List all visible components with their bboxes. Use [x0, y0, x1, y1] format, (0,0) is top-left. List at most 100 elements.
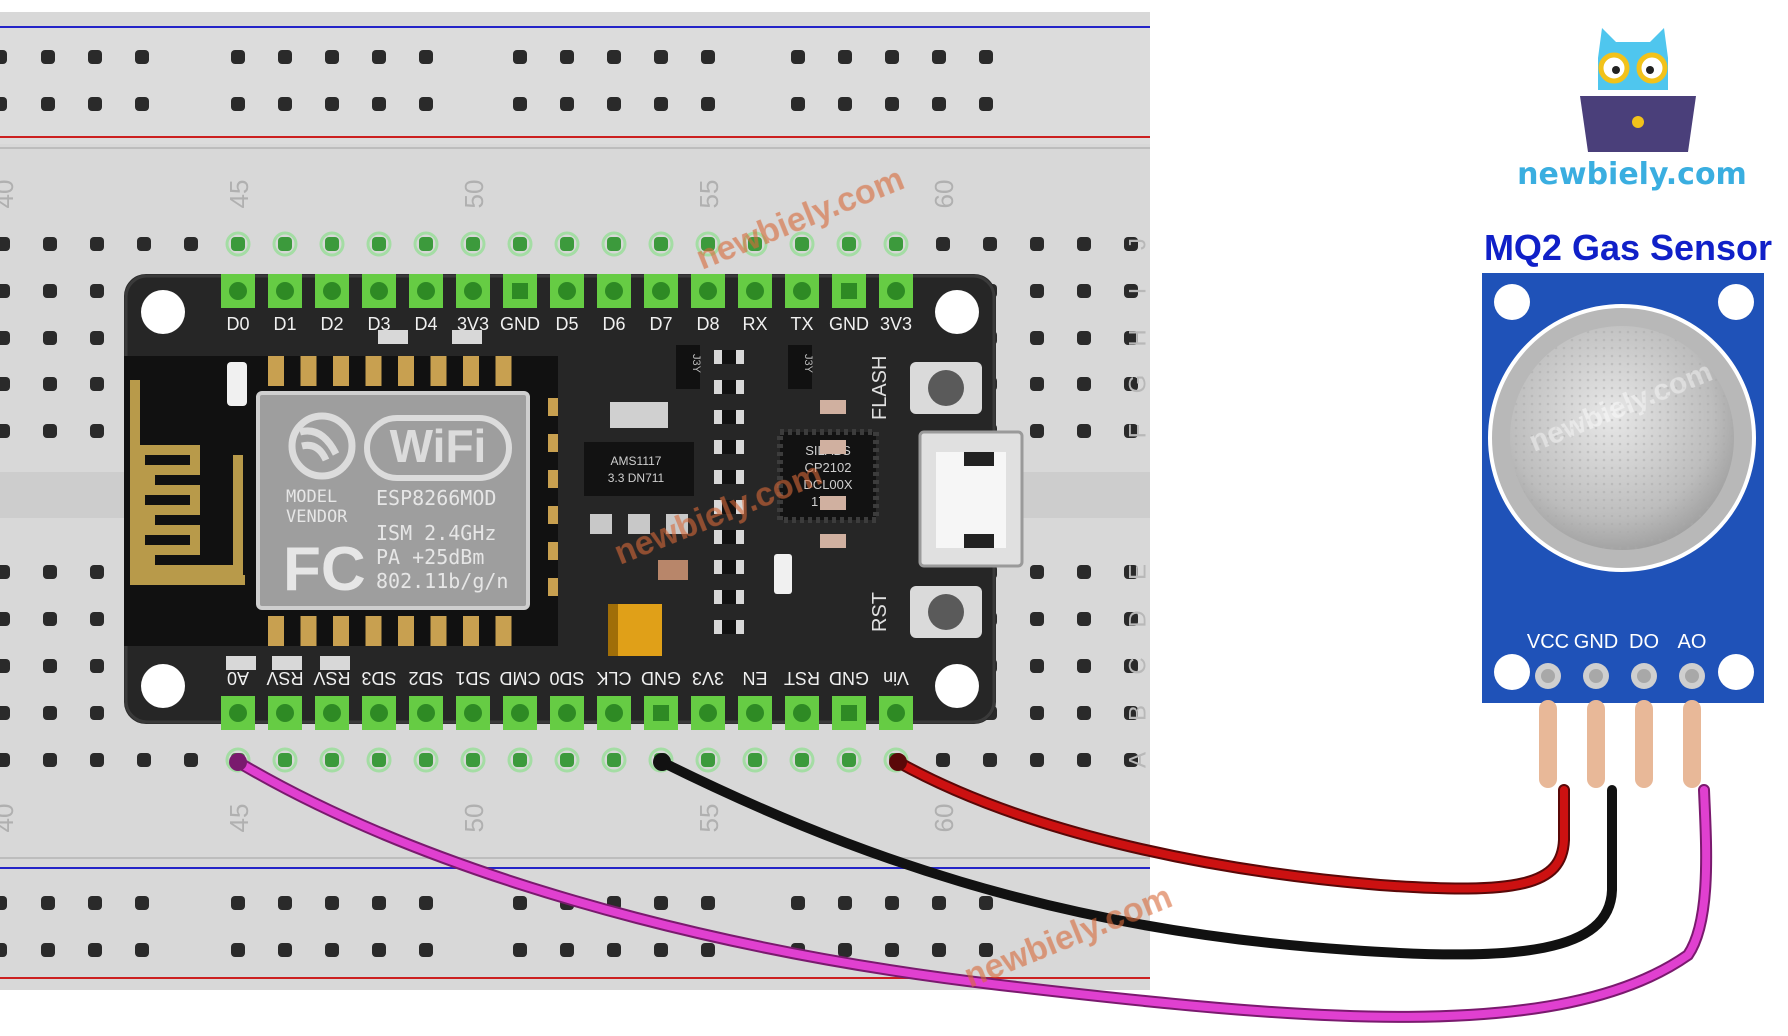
breadboard-hole — [0, 377, 10, 391]
esp-module-shield — [256, 391, 530, 610]
rail-hole — [513, 943, 527, 957]
breadboard-hole — [0, 237, 10, 251]
rail-hole — [231, 97, 245, 111]
rail-hole — [654, 97, 668, 111]
rail-hole — [231, 896, 245, 910]
breadboard-hole — [90, 659, 104, 673]
column-number: 45 — [224, 180, 254, 209]
rail-hole — [932, 896, 946, 910]
newbiely-logo: newbiely.com — [1517, 28, 1747, 192]
breadboard-hole — [1077, 612, 1091, 626]
sensor-pin-leg — [1587, 700, 1605, 788]
pin-label-d4: D4 — [414, 314, 437, 334]
rail-hole — [88, 896, 102, 910]
pin-label-en: EN — [742, 668, 767, 688]
pin-label-clk: CLK — [596, 668, 631, 688]
breadboard-hole — [137, 237, 151, 251]
pin-label-gnd: GND — [641, 668, 681, 688]
pin-label-sd2: SD2 — [408, 668, 443, 688]
breadboard-hole — [43, 237, 57, 251]
rst-button[interactable] — [910, 586, 982, 638]
pin-label-d8: D8 — [696, 314, 719, 334]
micro-usb-port[interactable] — [918, 430, 1024, 568]
breadboard-hole — [1030, 331, 1044, 345]
wifi-logo-text: WiFi — [390, 420, 487, 472]
rail-hole — [654, 896, 668, 910]
breadboard-hole — [983, 237, 997, 251]
breadboard-hole — [1124, 331, 1138, 345]
breadboard-hole — [372, 237, 386, 251]
voltage-regulator: AMS1117 3.3 DN711 — [584, 402, 694, 534]
breadboard-hole — [1077, 753, 1091, 767]
rail-hole — [41, 896, 55, 910]
breadboard-hole — [795, 753, 809, 767]
column-number: 55 — [694, 804, 724, 833]
breadboard-hole — [1077, 659, 1091, 673]
pin-label-3v3: 3V3 — [880, 314, 912, 334]
pin-label-d5: D5 — [555, 314, 578, 334]
pin-label-gnd: GND — [500, 314, 540, 334]
breadboard-hole — [1030, 659, 1044, 673]
sensor-pin-label-vcc: VCC — [1527, 631, 1569, 653]
rail-hole — [231, 50, 245, 64]
rail-hole — [791, 97, 805, 111]
breadboard-hole — [0, 612, 10, 626]
rail-hole — [560, 97, 574, 111]
flash-button[interactable] — [910, 362, 982, 414]
column-number: 50 — [459, 804, 489, 833]
breadboard-hole — [1124, 612, 1138, 626]
breadboard-hole — [43, 706, 57, 720]
breadboard-hole — [842, 753, 856, 767]
breadboard-hole — [43, 377, 57, 391]
rail-hole — [41, 943, 55, 957]
rail-hole — [0, 943, 7, 957]
rail-hole — [325, 896, 339, 910]
breadboard-hole — [90, 706, 104, 720]
pin-label-gnd: GND — [829, 314, 869, 334]
breadboard-hole — [90, 377, 104, 391]
sensor-title: MQ2 Gas Sensor — [1484, 227, 1772, 268]
breadboard-hole — [184, 237, 198, 251]
breadboard-hole — [513, 753, 527, 767]
pin-label-rx: RX — [742, 314, 767, 334]
row-letter: J — [1124, 238, 1151, 250]
pin-label-sd1: SD1 — [455, 668, 490, 688]
breadboard-hole — [889, 237, 903, 251]
transistor-right: J3Y — [788, 345, 814, 389]
rail-hole — [0, 896, 7, 910]
rail-hole — [325, 97, 339, 111]
breadboard-hole — [90, 612, 104, 626]
breadboard-hole — [1077, 284, 1091, 298]
rail-hole — [979, 50, 993, 64]
rail-hole — [41, 50, 55, 64]
breadboard-hole — [1030, 424, 1044, 438]
rail-hole — [135, 943, 149, 957]
rail-hole — [88, 97, 102, 111]
breadboard-hole — [90, 753, 104, 767]
row-letter: A — [1124, 752, 1151, 768]
column-number: 50 — [459, 180, 489, 209]
pin-label-a0: A0 — [227, 668, 249, 688]
rail-hole — [419, 50, 433, 64]
breadboard-hole — [936, 753, 950, 767]
rail-hole — [885, 50, 899, 64]
pin-label-d7: D7 — [649, 314, 672, 334]
pin-label-d3: D3 — [367, 314, 390, 334]
breadboard-hole — [748, 753, 762, 767]
row-letter: E — [1124, 564, 1151, 580]
flash-label: FLASH — [869, 356, 891, 420]
pin-label-d6: D6 — [602, 314, 625, 334]
rail-hole — [838, 943, 852, 957]
breadboard-hole — [90, 331, 104, 345]
column-number: 60 — [929, 804, 959, 833]
rst-label: RST — [869, 592, 891, 632]
pin-label-3v3: 3V3 — [457, 314, 489, 334]
pin-label-d2: D2 — [320, 314, 343, 334]
rail-hole — [419, 943, 433, 957]
breadboard-hole — [701, 237, 715, 251]
rail-hole — [325, 943, 339, 957]
